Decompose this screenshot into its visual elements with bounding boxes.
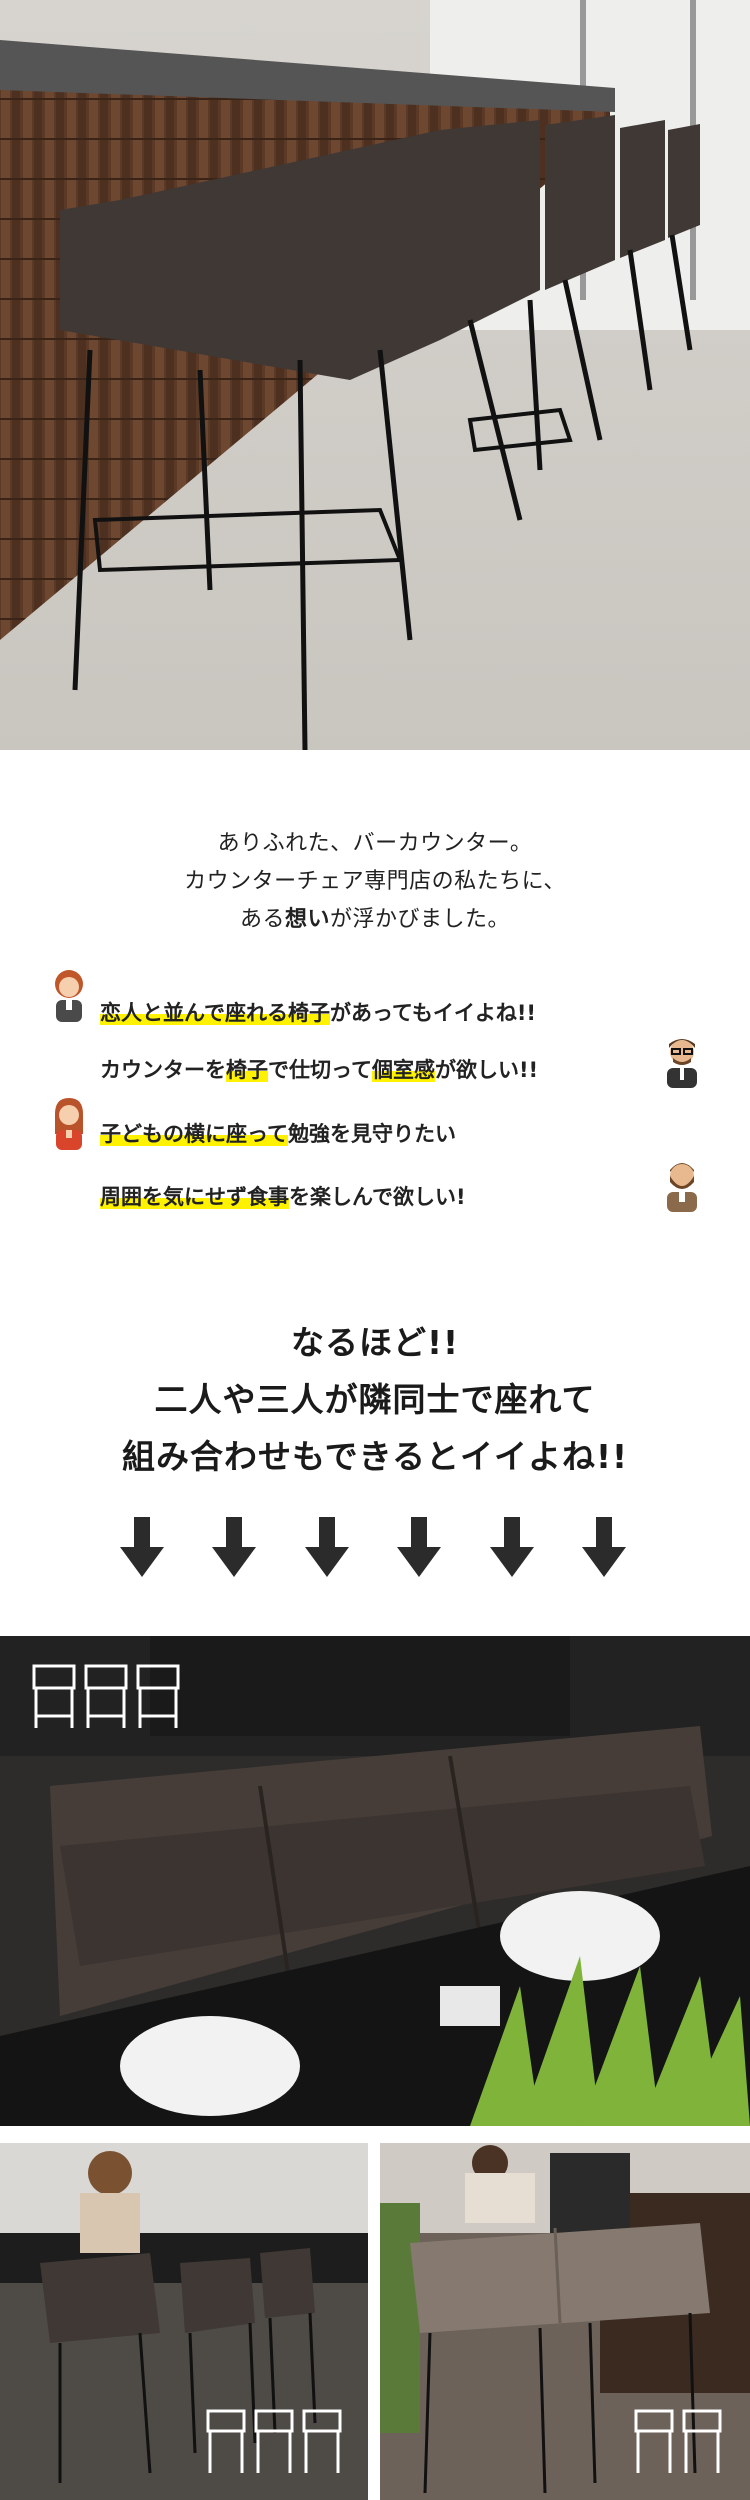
man-beard-icon [661, 1156, 703, 1216]
couple-at-counter-photo-illustration [380, 2143, 750, 2500]
intro-emphasis: 想い [284, 907, 330, 932]
voice-4: 周囲を気にせず食事を楽しんで欲しい! [100, 1185, 466, 1209]
arrow-down-icon [397, 1517, 441, 1579]
intro-line-2: カウンターチェア専門店の私たちに、 [184, 869, 566, 894]
hero-photo-illustration [0, 0, 750, 750]
voice-3: 子どもの横に座って勉強を見守りたい [100, 1122, 456, 1146]
headline-line-1: なるほど!! [290, 1323, 460, 1362]
woman-at-counter-photo-illustration [0, 2143, 368, 2500]
three-seat-photo-illustration [0, 1636, 750, 2126]
woman-long-hair-icon [48, 1094, 90, 1154]
voice-1: 恋人と並んで座れる椅子があってもイイよね!! [100, 1001, 537, 1025]
intro-line-1: ありふれた、バーカウンター。 [217, 831, 533, 856]
arrow-down-icon [582, 1517, 626, 1579]
voice-2: カウンターを椅子で仕切って個室感が欲しい!! [100, 1058, 539, 1082]
photo-woman-at-counter [0, 2143, 368, 2500]
hero-photo-bar-stools [0, 0, 750, 750]
photo-three-seat-combination [0, 1636, 750, 2126]
intro-line-3: ある想いが浮かびました。 [239, 907, 511, 932]
arrow-down-icon [305, 1517, 349, 1579]
headline-line-2: 二人や三人が隣同士で座れて [154, 1380, 596, 1419]
headline-line-3: 組み合わせもできるとイイよね!! [121, 1437, 629, 1476]
arrow-down-icon [212, 1517, 256, 1579]
two-seat-thumbnail-icon [634, 2409, 722, 2473]
three-seat-thumbnail-icon [206, 2409, 342, 2473]
photo-couple-at-counter [380, 2143, 750, 2500]
arrow-down-icon [120, 1517, 164, 1579]
arrow-down-icon [490, 1517, 534, 1579]
man-glasses-icon [661, 1032, 703, 1092]
woman-short-hair-icon [48, 966, 90, 1026]
three-seat-thumbnail-icon [32, 1664, 180, 1728]
